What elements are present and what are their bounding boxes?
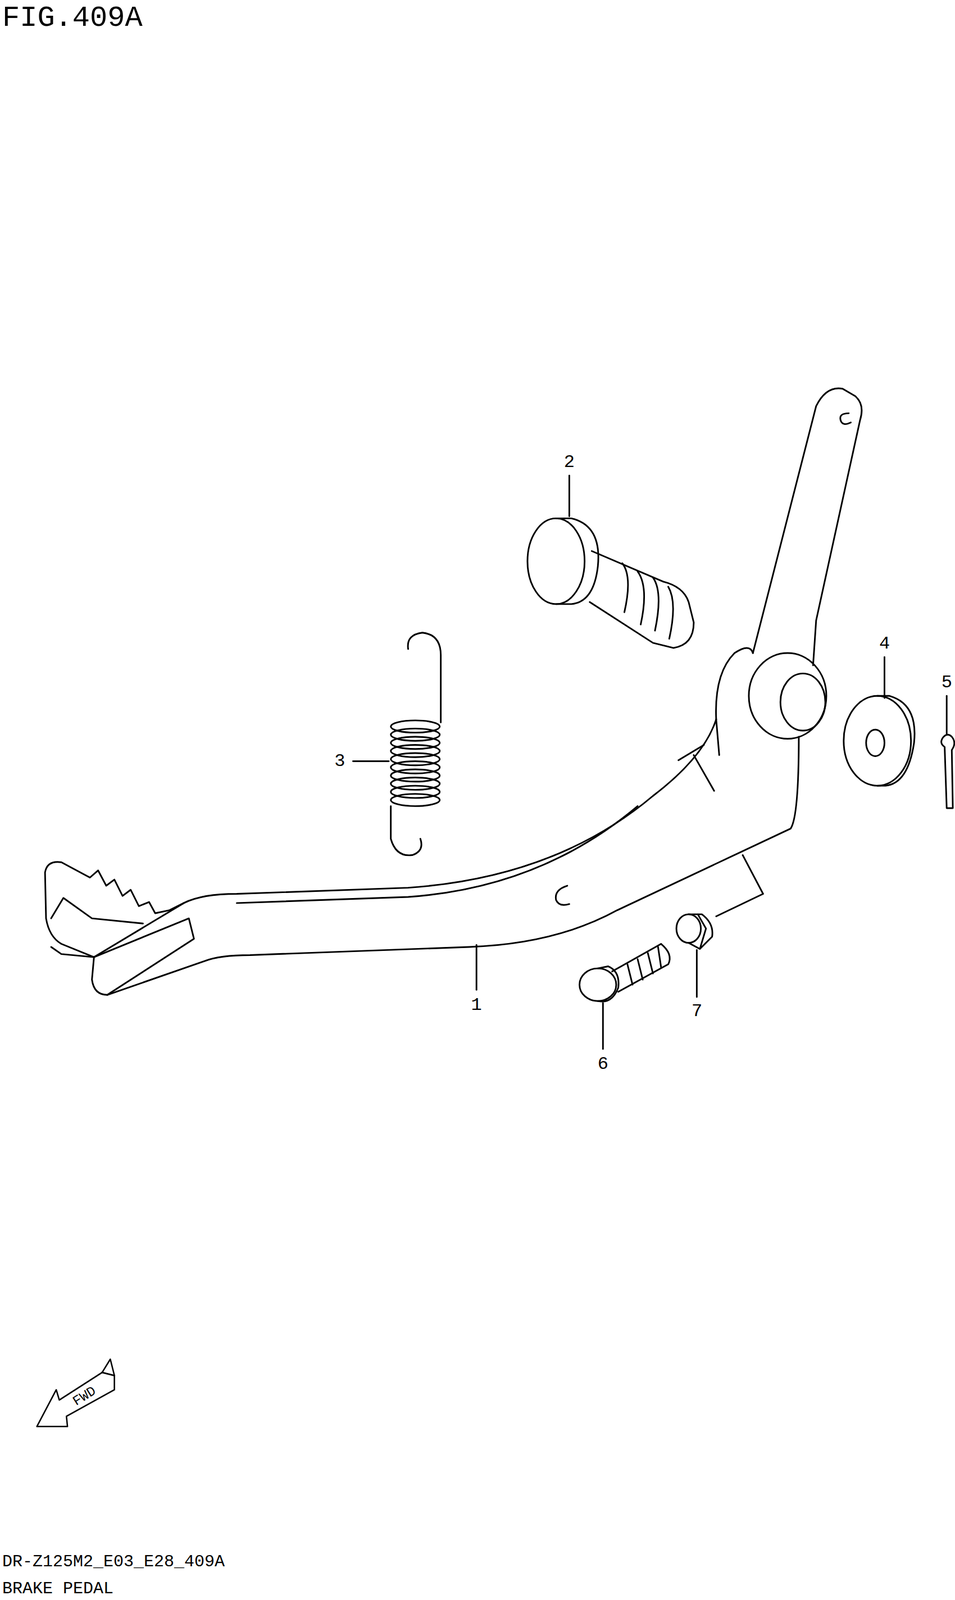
figure-caption: BRAKE PEDAL: [2, 1579, 114, 1597]
callout-number: 3: [334, 752, 345, 771]
callout-number: 7: [691, 1002, 703, 1021]
callout-number: 1: [471, 996, 482, 1014]
callout-number: 2: [564, 453, 575, 472]
callout-number: 4: [879, 634, 890, 653]
callout-number: 6: [597, 1054, 609, 1073]
figure-title: FIG.409A: [2, 3, 143, 34]
forward-arrow-label: FWD: [70, 1383, 99, 1408]
drawing-code: DR-Z125M2_E03_E28_409A: [2, 1552, 225, 1570]
callout-number: 5: [941, 673, 953, 692]
